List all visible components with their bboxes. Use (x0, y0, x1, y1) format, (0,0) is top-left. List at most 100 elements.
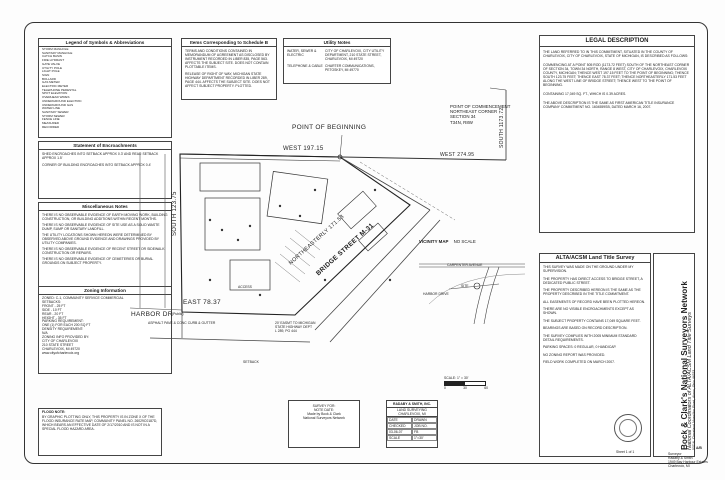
legend-row: SPOT ELEVATION (42, 91, 68, 96)
vicinity-street-1: CARPENTER AVENUE (447, 263, 483, 267)
surveyor-block: RADABY & SMITH, INC. LAND SURVEYING CHAR… (386, 400, 438, 448)
misc-note-item: THERE IS NO OBSERVABLE EVIDENCE OF RECEN… (42, 247, 165, 255)
survey-note-line: National Surveyors Network (302, 416, 346, 420)
encroachments-panel: Statement of Encroachments SHED ENCROACH… (38, 141, 172, 199)
schedule-b-title: Items Corresponding to Schedule B (182, 39, 276, 47)
legend-row: STORM SEWER (42, 113, 65, 118)
west-197-label: WEST 197.15 (283, 146, 324, 152)
legend-row: LIGHT POLE (42, 69, 60, 74)
network-address: 537 N. Cleveland-Massillon Road, Akron, … (692, 369, 696, 450)
south-1173-label: SOUTH 1173.72 (499, 107, 505, 149)
encroachment-item: CORNER OF BUILDING ENCROACHES INTO SETBA… (42, 163, 152, 167)
alta-note: ALL EASEMENTS OF RECORD HAVE BEEN PLOTTE… (543, 299, 646, 304)
misc-notes-title: Miscellaneous Notes (39, 203, 171, 211)
legend-row: RECORDED (42, 124, 60, 129)
flood-note-text: BY GRAPHIC PLOTTING ONLY, THIS PROPERTY … (42, 415, 158, 431)
network-strip: Bock & Clark's National Surveyors Networ… (653, 253, 696, 457)
alta-note: THE PROPERTY HAS DIRECT ACCESS TO BRIDGE… (543, 276, 643, 285)
surveyor-cell: JOB NO. (412, 423, 437, 429)
zoning-line: PARKING REQUIREMENT: (42, 319, 84, 324)
seal-stamp (614, 414, 642, 442)
alta-note: FIELD WORK COMPLETED ON MARCH 2007. (543, 360, 615, 364)
surveyor-cell: 03-06-07 (387, 429, 412, 435)
survey-note-lines: SURVEY FOR:NOTE DATE:Made by Bock & Clar… (289, 401, 359, 423)
legend-row: UTILITY POLE (42, 65, 62, 70)
zoning-line: SETBACKS: (42, 299, 62, 304)
schedule-b-panel: Items Corresponding to Schedule B TERMS … (181, 38, 277, 100)
scale-tick-60: 60 (484, 386, 488, 390)
title-block-line-1: Surveyor (668, 452, 682, 456)
schedule-b-item: TERMS AND CONDITIONS CONTAINED IN MEMORA… (185, 49, 270, 69)
vicinity-title-row: VICINITY MAP NO SCALE (419, 239, 525, 244)
poc-label: POINT OF COMMENCEMENT NORTHEAST CORNER S… (450, 104, 510, 125)
misc-note-item: THERE IS NO OBSERVABLE EVIDENCE OF SITE … (42, 223, 160, 231)
encroachments-title: Statement of Encroachments (39, 142, 171, 150)
legend-row: WATER LINE (42, 106, 61, 111)
survey-note-box: SURVEY FOR:NOTE DATE:Made by Bock & Clar… (288, 400, 360, 448)
legend-row: SANITARY SEWER (42, 109, 69, 114)
legend-row: GAS METER (42, 80, 60, 85)
legal-paragraph: COMMENCING AT A POINT 505 ROD (1173.72 F… (543, 63, 690, 87)
surveyor-cell: DRAWN (412, 417, 437, 423)
utility-notes-title: Utility Notes (284, 39, 390, 47)
zoning-panel: Zoning Information ZONED: C-1, COMMUNITY… (38, 286, 172, 374)
scale-ticks: 0 30 60 (444, 386, 488, 390)
title-block-line-3: 1949 Bay Harbour Estates (668, 460, 708, 464)
legal-paragraph: THE ABOVE DESCRIPTION IS THE SAME AS FIR… (543, 101, 675, 109)
sheet-ref: A/B (696, 446, 702, 450)
alta-note: THE SURVEY COMPLIES WITH 2005 MINIMUM ST… (543, 333, 637, 342)
zoning-line: CITY OF CHARLEVOIX (42, 338, 79, 343)
vicinity-map: VICINITY MAP NO SCALE CARPENTER AVENUE H… (419, 239, 525, 328)
legend-row: OVERHEAD WIRES (42, 95, 70, 100)
zoning-line: FRONT - 25 FT (42, 303, 66, 308)
easement-note-2: STATE HIGHWAY DEPT (275, 325, 313, 329)
alta-title: ALTA/ACSM Land Title Survey (540, 254, 650, 263)
legend-row: FENCE LINE (42, 117, 60, 122)
surveyor-cell: DATE (387, 417, 412, 423)
legend-row: CATCH BASIN (42, 54, 62, 59)
misc-note-item: THERE IS NO OBSERVABLE EVIDENCE OF EARTH… (42, 213, 168, 221)
surveyor-cell: 1"=30' (412, 435, 437, 441)
alta-note: PARKING SPACES: 0 REGULAR, 0 HANDICAP. (543, 345, 617, 349)
alta-notes: THIS SURVEY WAS MADE ON THE GROUND UNDER… (540, 263, 650, 370)
scale-bar: SCALE: 1" = 30' 0 30 60 (444, 376, 504, 390)
harbor-drive-sub: (Public) (172, 312, 184, 316)
surveyor-cell: SCALE (387, 435, 412, 441)
access-label: ACCESS (238, 285, 252, 289)
east-78-label: EAST 78.37 (183, 299, 221, 306)
surveyor-line-2: CHARLEVOIX, MI (387, 412, 437, 417)
zoning-line: N/A (42, 331, 48, 336)
legend-row: BOLLARD (42, 76, 57, 81)
poc-line-2: NORTHEAST CORNER (450, 109, 498, 115)
zoning-line: ZONING INFO PROVIDED BY: (42, 335, 90, 340)
legend-row: UNDERGROUND GAS (42, 102, 74, 107)
zoning-line: ONE (1) FOR EACH 200 SQ FT (42, 323, 91, 328)
point-of-beginning-label: POINT OF BEGINNING (292, 124, 367, 131)
legal-paragraphs: THE LAND REFERRED TO IN THIS COMMITMENT,… (540, 47, 694, 117)
poc-line-1: POINT OF COMMENCEMENT (450, 104, 511, 109)
utility-key: WATER, SEWER & ELECTRIC (287, 49, 317, 57)
legal-description-panel: LEGAL DESCRIPTION THE LAND REFERRED TO I… (539, 35, 695, 233)
vicinity-map-drawing (419, 263, 525, 324)
vicinity-note: NO SCALE (453, 239, 476, 244)
surveyor-name: RADABY & SMITH, INC. (387, 401, 437, 408)
alta-note: THE PROPERTY DESCRIBED HEREON IS THE SAM… (543, 288, 641, 296)
alta-panel: ALTA/ACSM Land Title Survey THIS SURVEY … (539, 253, 651, 457)
legend-row: SIGN (42, 72, 50, 77)
harbor-drive-note: ASPHALT PAVE & CONC CURB & GUTTER (148, 321, 216, 325)
zoning-line: DENSITY REQUIREMENT: (42, 327, 84, 332)
easement-note: 20' EASMT TO MICHIGAN STATE HIGHWAY DEPT… (275, 321, 315, 333)
sheet-border (24, 22, 708, 464)
misc-notes-list: THERE IS NO OBSERVABLE EVIDENCE OF EARTH… (39, 211, 171, 269)
scale-tick-0: 0 (444, 386, 446, 390)
easement-note-1: 20' EASMT TO MICHIGAN (275, 321, 316, 325)
flood-note-panel: FLOOD NOTE: BY GRAPHIC PLOTTING ONLY, TH… (38, 408, 162, 456)
zoning-line: 210 STATE STREET (42, 342, 74, 347)
poc-line-3: SECTION 34 (450, 114, 476, 120)
harbor-drive-label: HARBOR DR (131, 311, 173, 318)
